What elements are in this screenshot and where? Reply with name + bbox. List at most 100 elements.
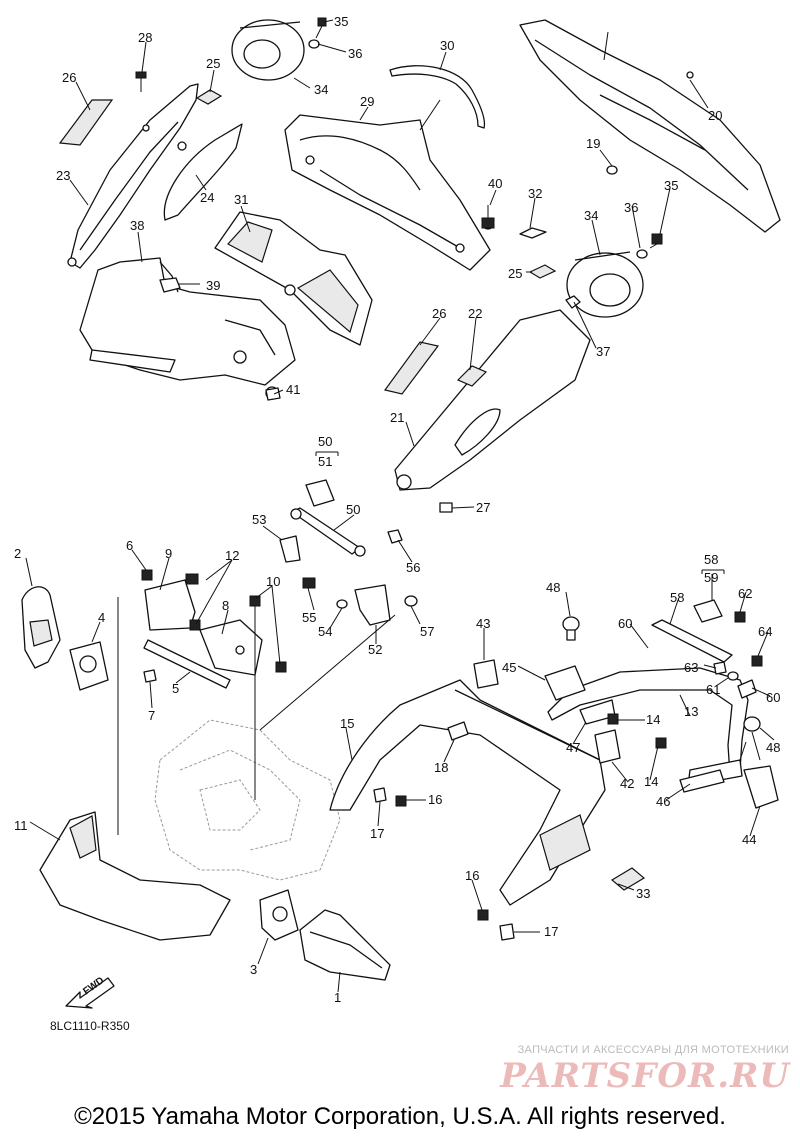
callout-50b: 50 [346,502,360,517]
stay-5 [143,639,231,689]
nut-7 [143,669,157,683]
callout-17b: 17 [544,924,558,939]
nut-41 [265,387,281,401]
screw-64 [751,655,763,667]
nut-56 [387,529,403,544]
bracket-39 [159,277,181,293]
pad-25-mid [528,264,557,279]
callout-46: 46 [656,794,670,809]
callout-42: 42 [620,776,634,791]
bracket-18 [447,721,469,741]
bracket-8 [199,619,263,676]
callout-35a: 35 [334,14,348,29]
washer-61 [727,671,739,681]
callout-19: 19 [586,136,600,151]
callout-43: 43 [476,616,490,631]
callout-41: 41 [286,382,300,397]
callout-36a: 36 [348,46,362,61]
air-duct-38 [79,257,296,400]
nut-37 [565,295,581,309]
bolt-40 [481,205,495,229]
rubber-48-right [743,716,761,732]
callout-60a: 60 [618,616,632,631]
bracket-52 [354,584,391,626]
callout-53: 53 [252,512,266,527]
pad-25-top [195,89,223,105]
callout-11: 11 [14,818,28,833]
bolt-27 [439,502,453,513]
callout-22: 22 [468,306,482,321]
callout-56: 56 [406,560,420,575]
callout-54: 54 [318,624,332,639]
callout-32: 32 [528,186,542,201]
washer-57 [404,595,418,607]
cover-24 [163,123,243,221]
ring-34-top [231,19,305,81]
callout-14b: 14 [644,774,658,789]
callout-7: 7 [148,708,155,723]
callout-27: 27 [476,500,490,515]
callout-5: 5 [172,681,179,696]
callout-2: 2 [14,546,21,561]
clip-17-left [373,787,387,803]
callout-28: 28 [138,30,152,45]
callout-31: 31 [234,192,248,207]
screw-16-right [477,909,489,921]
callout-20: 20 [708,108,722,123]
ring-34-right [566,251,644,318]
callout-26b: 26 [432,306,446,321]
bracket-9 [144,579,196,631]
grommet-42 [594,729,621,764]
callout-10: 10 [266,574,280,589]
callout-60b: 60 [766,690,780,705]
trim-22 [456,365,488,387]
callout-50a: 50 [318,434,332,449]
callout-38: 38 [130,218,144,233]
duct-1 [299,909,391,981]
screw-28 [135,71,147,92]
callout-36b: 36 [624,200,638,215]
callout-58a: 58 [704,552,718,567]
callout-6: 6 [126,538,133,553]
trim-sticker-26-left [58,99,114,146]
callout-14a: 14 [646,712,660,727]
callout-3: 3 [250,962,257,977]
screw-35-right [649,233,663,249]
bolt-6 [141,569,153,581]
callout-34a: 34 [314,82,328,97]
callout-21: 21 [390,410,404,425]
callout-15: 15 [340,716,354,731]
leader-lines [25,19,775,993]
callout-25b: 25 [508,266,522,281]
bolt-10 [249,595,287,673]
bolt-12 [185,573,201,631]
callout-13: 13 [684,704,698,719]
callout-57: 57 [420,624,434,639]
callout-37: 37 [596,344,610,359]
lower-cowl-11 [39,811,231,941]
callout-48a: 48 [546,580,560,595]
callout-35b: 35 [664,178,678,193]
grommet-43 [473,659,499,689]
callout-1: 1 [334,990,341,1005]
bracket-4 [69,641,109,691]
damper-58 [651,599,733,663]
callout-4: 4 [98,610,105,625]
frame-outline [117,597,396,881]
callout-47: 47 [566,740,580,755]
callout-18: 18 [434,760,448,775]
callout-52: 52 [368,642,382,657]
bracket-45 [544,665,586,701]
callout-39: 39 [206,278,220,293]
callout-61: 61 [706,682,720,697]
callout-34b: 34 [584,208,598,223]
rivet-32 [519,227,547,239]
lever-46 [679,769,725,793]
nut-63 [713,661,727,675]
strip-30 [389,65,486,129]
washer-36-top [308,39,320,49]
callout-51: 51 [318,454,332,469]
callout-59: 59 [704,570,718,585]
clip-17-right [499,923,515,941]
callout-63: 63 [684,660,698,675]
